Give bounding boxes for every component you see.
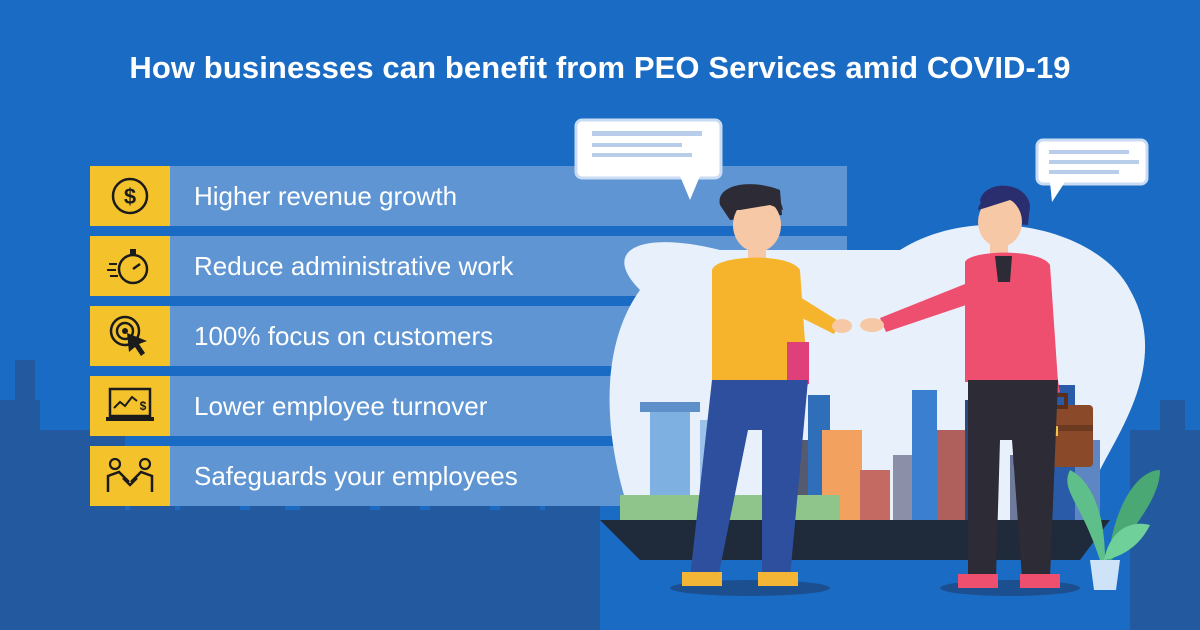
svg-text:$: $ <box>140 399 147 413</box>
target-cursor-icon <box>90 306 170 366</box>
stopwatch-icon <box>90 236 170 296</box>
handshake-icon <box>90 446 170 506</box>
page-title: How businesses can benefit from PEO Serv… <box>129 50 1071 85</box>
benefit-row-admin: Reduce administrative work <box>90 236 847 296</box>
benefit-label: 100% focus on customers <box>194 320 494 351</box>
svg-text:$: $ <box>124 184 136 209</box>
benefit-row-revenue: $ Higher revenue growth <box>90 166 847 226</box>
benefit-label: Reduce administrative work <box>194 250 514 281</box>
benefit-label: Safeguards your employees <box>194 460 518 491</box>
benefit-label: Lower employee turnover <box>194 390 488 421</box>
laptop-chart-icon: $ <box>90 376 170 436</box>
benefit-label: Higher revenue growth <box>194 180 458 211</box>
dollar-coin-icon: $ <box>90 166 170 226</box>
benefit-row-turnover: $ Lower employee turnover <box>90 376 847 436</box>
benefit-row-safeguards: Safeguards your employees <box>90 446 847 506</box>
benefit-row-customers: 100% focus on customers <box>90 306 847 366</box>
benefits-list: $ Higher revenue growth Reduce administr… <box>90 166 847 516</box>
